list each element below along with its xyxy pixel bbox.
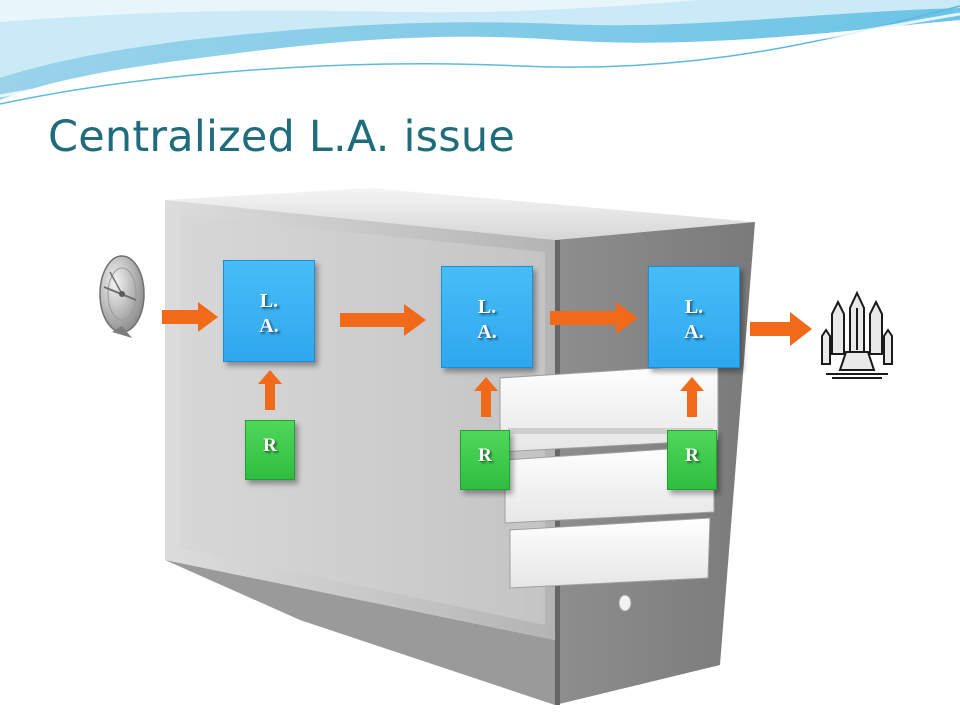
flow-arrow-icon: [550, 302, 638, 334]
missile-rockets-icon: [821, 290, 893, 379]
flow-arrow-icon: [340, 304, 426, 336]
r-node-2: R: [460, 430, 510, 490]
r-node-1: R: [245, 420, 295, 480]
flow-arrow-icon: [750, 312, 812, 346]
r-node-3: R: [667, 430, 717, 490]
la-node-2: L. A.: [441, 266, 533, 368]
slide-title: Centralized L.A. issue: [48, 112, 515, 162]
la-node-1: L. A.: [223, 260, 315, 362]
la-node-label: L. A.: [259, 290, 279, 337]
r-node-label: R: [685, 445, 699, 466]
input-arrow-icon: [258, 370, 282, 410]
la-node-label: L. A.: [477, 296, 497, 343]
satellite-dish-icon: [99, 255, 145, 338]
la-node-label: L. A.: [684, 296, 704, 343]
flow-arrow-icon: [162, 302, 218, 332]
input-arrow-icon: [680, 377, 704, 417]
header-wave-decoration: [0, 0, 960, 105]
la-node-3: L. A.: [648, 266, 740, 368]
r-node-label: R: [478, 445, 492, 466]
input-arrow-icon: [474, 377, 498, 417]
r-node-label: R: [263, 435, 277, 456]
